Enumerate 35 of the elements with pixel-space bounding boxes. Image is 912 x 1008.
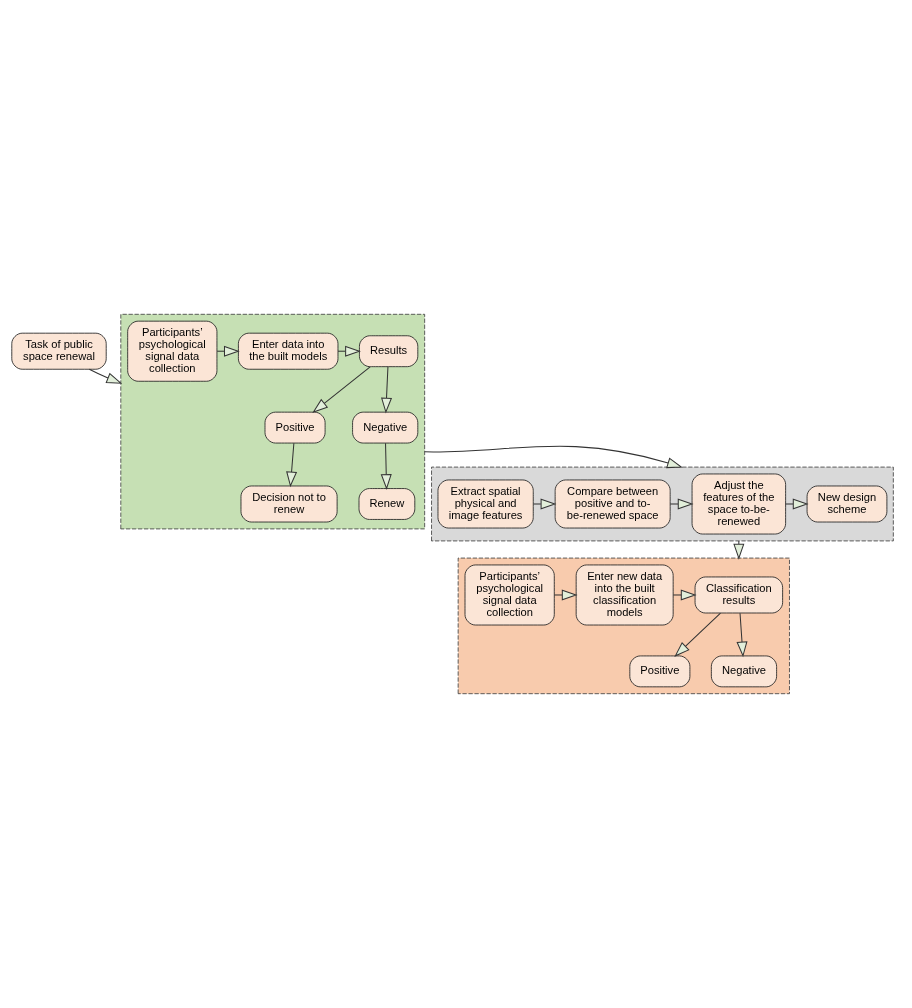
node-box: Classification results [694, 576, 784, 614]
arrow [88, 368, 123, 384]
arrow [674, 612, 722, 657]
node-box: Decision not to renew [240, 485, 338, 523]
node-box: Enter new data into the built classification models [575, 564, 674, 626]
arrow [672, 589, 697, 601]
arrow [736, 612, 748, 658]
cluster [431, 466, 894, 542]
node-box: New design scheme [806, 485, 888, 523]
arrow [553, 589, 578, 601]
arrow [533, 498, 557, 510]
cluster [457, 557, 790, 695]
node-box: Enter data into the built models [237, 332, 339, 370]
node-box: Participants’ psychological signal data collection [127, 320, 218, 382]
node-box: Negative [710, 655, 778, 688]
arrow [669, 498, 694, 510]
node-box: Adjust the features of the space to-be-renewed [691, 473, 787, 535]
arrow [424, 445, 683, 469]
node-box: Task of public space renewal [11, 332, 107, 370]
arrow [216, 345, 240, 357]
node-box: Participants’ psychological signal data collection [464, 564, 555, 626]
arrow [733, 540, 745, 560]
cluster [120, 313, 426, 530]
node-box: Negative [352, 411, 419, 444]
arrow [312, 366, 371, 413]
node-box: Positive [264, 411, 326, 444]
arrow [381, 366, 393, 414]
node-box: Renew [358, 488, 416, 520]
node-box: Extract spatial physical and image features [437, 479, 534, 529]
arrow [380, 442, 392, 490]
arrow [286, 442, 298, 488]
node-box: Positive [629, 655, 691, 688]
arrow [785, 498, 809, 510]
node-box: Results [359, 335, 419, 368]
node-box: Compare between positive and to-be-renewed space [554, 479, 671, 529]
